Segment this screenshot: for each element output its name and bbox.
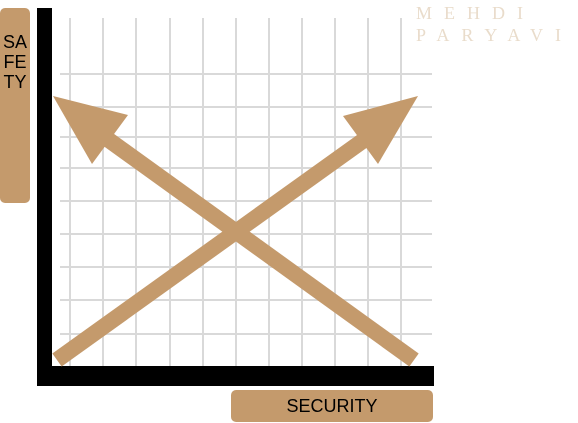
y-axis-bar [37,8,52,386]
arrow-up-left-shaft [83,118,419,367]
x-axis-label-background [231,390,433,422]
y-axis-label: SAFETY [2,32,27,92]
y-axis-label-background [0,8,30,203]
watermark-line-2: PARYAVI [416,25,574,45]
watermark-line-1: MEHDI [416,3,535,23]
x-axis-bar [37,366,434,386]
x-axis-label: SECURITY [286,396,378,416]
arrow-up-right-head [343,96,418,164]
arrow-up-left-head [53,96,128,164]
watermark-logo: MEHDI PARYAVI [416,2,578,46]
arrow-up-right-shaft [52,120,387,367]
